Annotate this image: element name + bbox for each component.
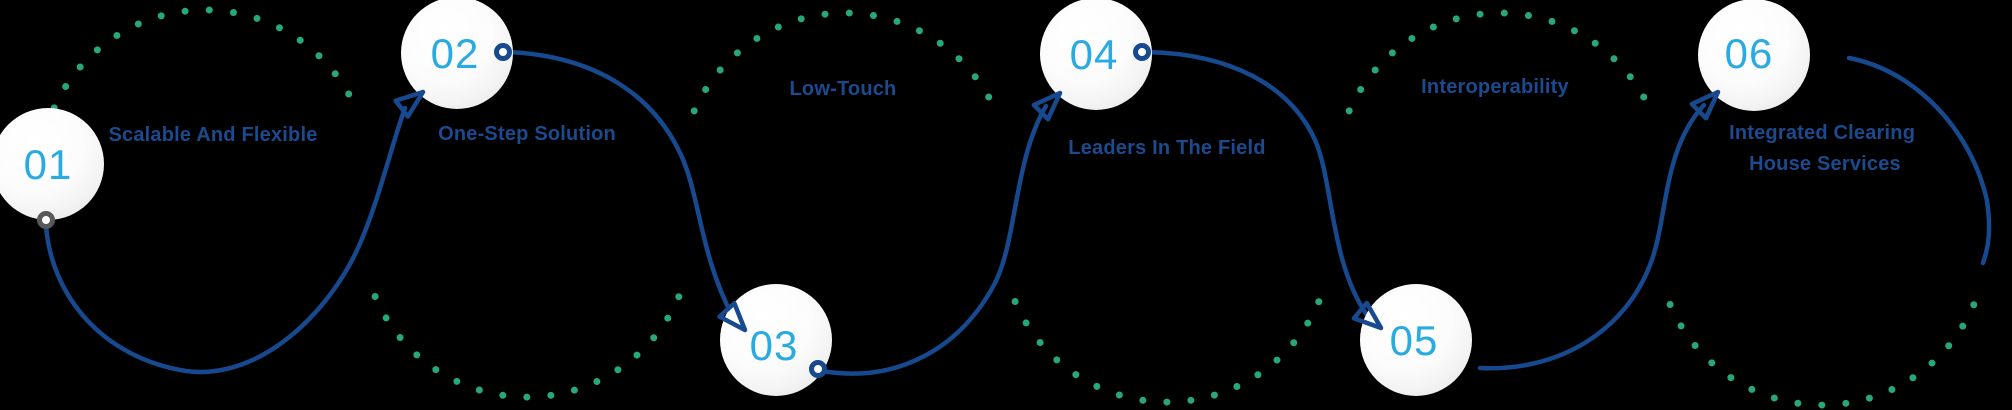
connector-arrowhead-04 bbox=[1031, 90, 1063, 122]
dotted-arcs bbox=[50, 6, 1978, 409]
dotted-arc-step-3 bbox=[690, 9, 1003, 123]
step-circle-01 bbox=[0, 108, 104, 220]
step-label-03: Low-Touch bbox=[790, 78, 897, 100]
step-label-04: Leaders In The Field bbox=[1068, 137, 1265, 159]
connector-arrowhead-03 bbox=[717, 300, 748, 333]
step-number-03: 03 bbox=[750, 322, 799, 369]
connector-curves bbox=[43, 49, 1992, 376]
step-circle-05 bbox=[1360, 284, 1472, 396]
dotted-arc-step-1 bbox=[50, 6, 363, 120]
step-label-01: Scalable And Flexible bbox=[108, 124, 317, 146]
connector-start-ring-03 bbox=[809, 360, 827, 378]
connector-arrowhead-06 bbox=[1689, 89, 1721, 121]
connector-arrowhead-02 bbox=[393, 89, 426, 119]
step-circle-03 bbox=[720, 284, 832, 396]
step-label-06-line1: Integrated Clearing bbox=[1729, 122, 1915, 144]
step-circle-02 bbox=[401, 0, 513, 109]
step-labels: Scalable And Flexible One-Step Solution … bbox=[108, 76, 1921, 175]
connector-start-ring-02 bbox=[494, 43, 512, 61]
step-label-02: One-Step Solution bbox=[438, 123, 616, 145]
dotted-arc-step-4 bbox=[1011, 298, 1323, 406]
connector-curve-5-6 bbox=[1477, 102, 1707, 371]
connector-curve-3-4 bbox=[819, 103, 1049, 376]
connector-start-ring-01 bbox=[37, 211, 55, 229]
step-circles bbox=[0, 0, 1810, 396]
step-circle-04 bbox=[1040, 0, 1152, 110]
dotted-arc-step-2 bbox=[371, 293, 683, 401]
connector-rings bbox=[37, 43, 1151, 378]
connector-curve-6-tail bbox=[1846, 55, 1992, 266]
connector-curve-2-3 bbox=[506, 49, 736, 320]
step-number-02: 02 bbox=[431, 30, 480, 77]
step-numbers: 01 02 03 04 05 06 bbox=[24, 30, 1774, 369]
step-circle-06 bbox=[1698, 0, 1810, 111]
connector-curve-1-2 bbox=[43, 105, 408, 375]
connector-arrowheads bbox=[393, 89, 1721, 333]
connector-curve-4-5 bbox=[1145, 49, 1370, 318]
connector-start-ring-04 bbox=[1133, 43, 1151, 61]
dotted-arc-step-5 bbox=[1345, 9, 1658, 123]
step-label-06: Integrated Clearing House Services bbox=[1729, 122, 1921, 175]
step-number-01: 01 bbox=[24, 141, 73, 188]
step-label-06-line2: House Services bbox=[1749, 153, 1901, 175]
step-label-05: Interoperability bbox=[1421, 76, 1569, 98]
connector-arrowhead-05 bbox=[1351, 300, 1384, 331]
step-number-04: 04 bbox=[1070, 31, 1119, 78]
step-number-05: 05 bbox=[1390, 317, 1439, 364]
step-number-06: 06 bbox=[1725, 30, 1774, 77]
dotted-arc-step-6 bbox=[1666, 301, 1978, 409]
